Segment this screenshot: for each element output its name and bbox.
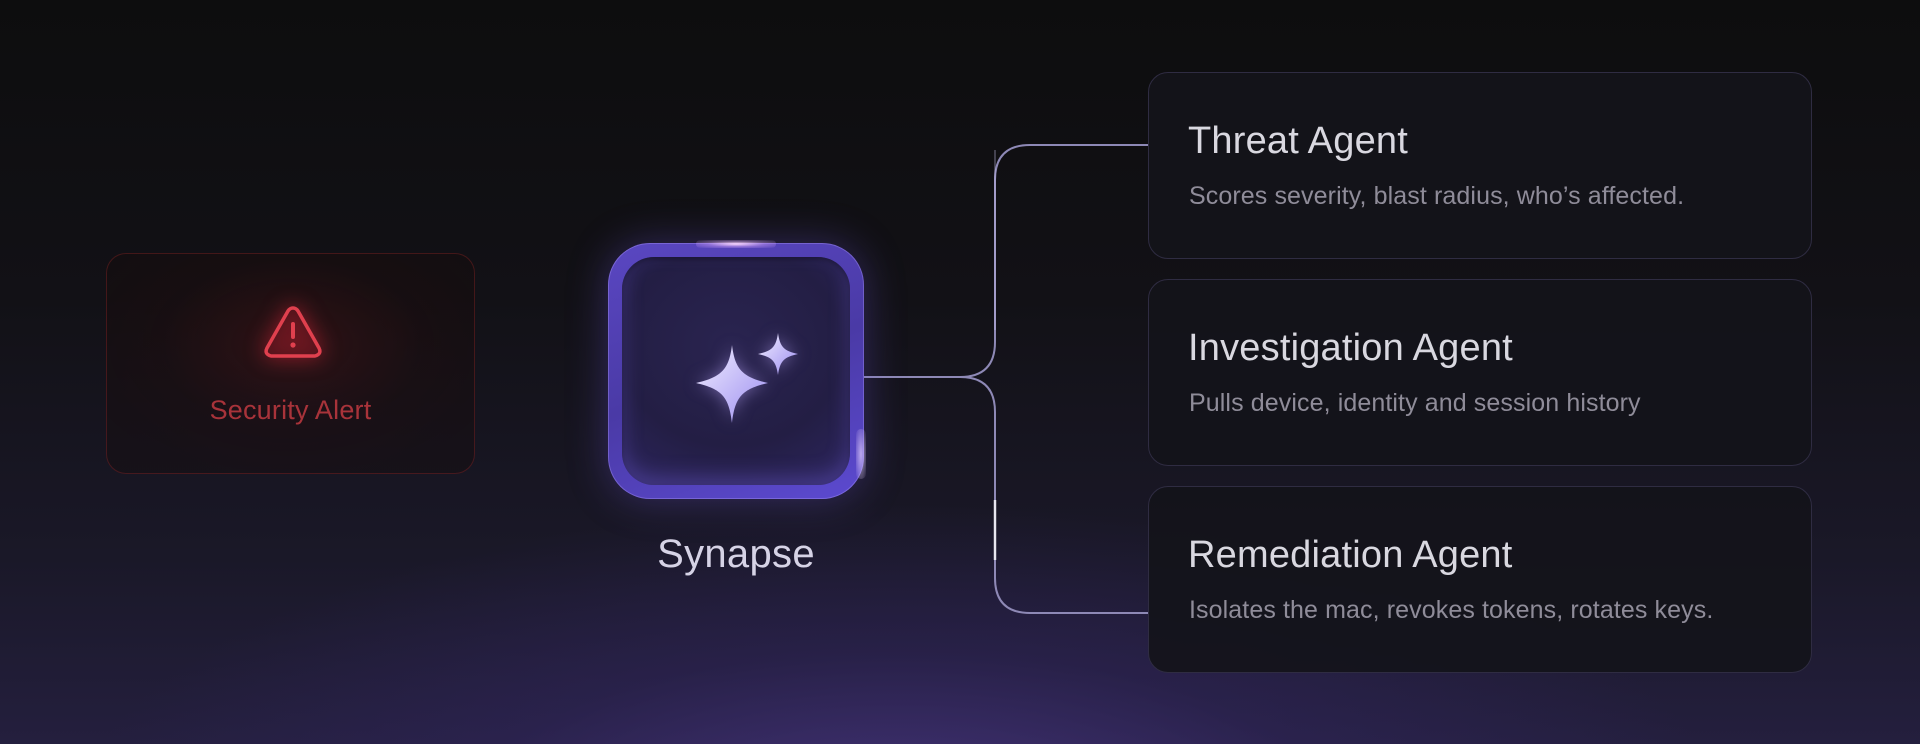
agent-title: Threat Agent	[1188, 120, 1408, 162]
agent-description: Pulls device, identity and session histo…	[1189, 389, 1641, 417]
warning-triangle-icon	[264, 306, 322, 358]
remediation-agent-card: Remediation Agent Isolates the mac, revo…	[1148, 486, 1812, 673]
synapse-label: Synapse	[657, 532, 815, 576]
connector-hub-to-remediation	[864, 376, 1148, 614]
agent-description: Scores severity, blast radius, who’s aff…	[1189, 182, 1685, 210]
security-alert-label: Security Alert	[209, 395, 372, 425]
connector-hub-to-threat	[864, 144, 1148, 378]
security-alert-node: Security Alert	[106, 253, 475, 474]
synapse-hub	[608, 240, 866, 499]
agent-title: Remediation Agent	[1188, 534, 1513, 576]
threat-agent-card: Threat Agent Scores severity, blast radi…	[1148, 72, 1812, 259]
agent-description: Isolates the mac, revokes tokens, rotate…	[1189, 596, 1714, 624]
agent-title: Investigation Agent	[1188, 327, 1513, 369]
sparkles-icon	[696, 333, 798, 423]
investigation-agent-card: Investigation Agent Pulls device, identi…	[1148, 279, 1812, 466]
